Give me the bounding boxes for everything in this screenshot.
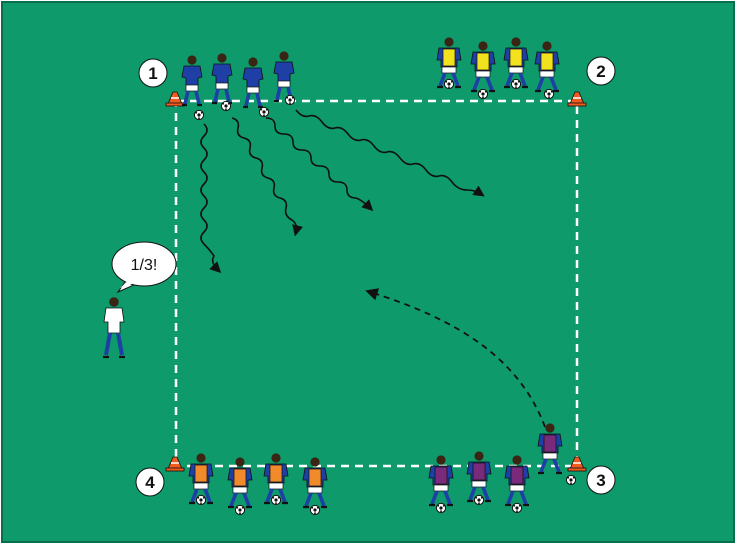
corner-label-4: 4 bbox=[136, 468, 164, 496]
soccer-ball-icon bbox=[474, 495, 483, 504]
soccer-ball-icon bbox=[259, 107, 268, 116]
soccer-ball-icon bbox=[512, 503, 521, 512]
corner-label-4-text: 4 bbox=[145, 473, 155, 492]
soccer-ball-icon bbox=[271, 495, 280, 504]
corner-label-1-text: 1 bbox=[148, 64, 157, 83]
soccer-ball-icon bbox=[566, 475, 575, 484]
soccer-ball-icon bbox=[444, 79, 453, 88]
soccer-ball-icon bbox=[544, 89, 553, 98]
soccer-ball-icon bbox=[196, 495, 205, 504]
soccer-ball-icon bbox=[235, 505, 244, 514]
soccer-ball-icon bbox=[194, 110, 203, 119]
soccer-ball-icon bbox=[436, 503, 445, 512]
corner-label-2: 2 bbox=[587, 57, 615, 85]
corner-label-2-text: 2 bbox=[596, 62, 605, 81]
corner-label-3-text: 3 bbox=[596, 471, 605, 490]
soccer-ball-icon bbox=[285, 95, 294, 104]
coach-call-text: 1/3! bbox=[131, 257, 158, 274]
soccer-ball-icon bbox=[310, 505, 319, 514]
soccer-ball-icon bbox=[511, 79, 520, 88]
corner-label-1: 1 bbox=[139, 59, 167, 87]
corner-label-3: 3 bbox=[587, 466, 615, 494]
soccer-ball-icon bbox=[221, 101, 230, 110]
soccer-ball-icon bbox=[478, 89, 487, 98]
